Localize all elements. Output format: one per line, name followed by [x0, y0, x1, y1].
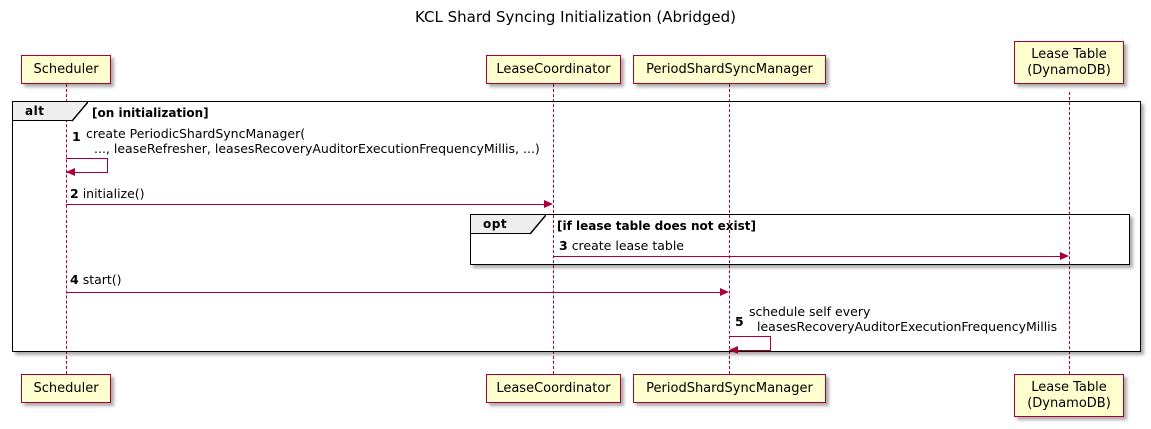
message-1-label: 1 [72, 129, 81, 144]
participant-lease-table-top-label-line2: (DynamoDB) [1027, 62, 1111, 78]
lifeline-lease-table [1069, 92, 1070, 374]
message-2-text-line1: initialize() [82, 186, 145, 201]
message-1-self-loop [66, 158, 108, 173]
message-3-arrowhead [1060, 252, 1069, 260]
message-5-label: 5 [735, 314, 744, 329]
message-2-arrowhead [544, 200, 553, 208]
message-1-text-line1: create PeriodicShardSyncManager( [86, 126, 306, 141]
fragment-alt-operator-text: alt [25, 104, 45, 118]
diagram-title: KCL Shard Syncing Initialization (Abridg… [415, 8, 736, 26]
message-1-text-line2: ..., leaseRefresher, leasesRecoveryAudit… [94, 141, 540, 156]
participant-period-shard-sync-manager-top-label: PeriodShardSyncManager [646, 61, 813, 77]
fragment-alt [12, 101, 1141, 352]
message-4-arrowhead [720, 288, 729, 296]
message-4-text-line1: start() [82, 272, 122, 287]
message-1-text: create PeriodicShardSyncManager( ..., le… [86, 126, 540, 156]
message-4-line [66, 292, 720, 293]
participant-lease-table-bottom-label-line1: Lease Table [1031, 379, 1107, 395]
message-1-number: 1 [72, 129, 81, 144]
message-2-label: 2 initialize() [70, 186, 145, 201]
participant-lease-table-top-label-line1: Lease Table [1031, 46, 1107, 62]
message-2-number: 2 [70, 186, 79, 201]
participant-scheduler-bottom[interactable]: Scheduler [21, 374, 111, 403]
fragment-alt-operator-label: alt [13, 102, 73, 121]
participant-lease-coordinator-top[interactable]: LeaseCoordinator [486, 55, 621, 84]
participant-scheduler-bottom-label: Scheduler [33, 380, 99, 396]
message-3-number: 3 [559, 238, 568, 253]
fragment-opt-operator-text: opt [483, 217, 508, 231]
message-4-label: 4 start() [70, 272, 122, 287]
fragment-opt-label-notch [530, 215, 546, 235]
participant-scheduler-top-label: Scheduler [33, 61, 99, 77]
fragment-opt [470, 214, 1130, 265]
message-3-label: 3 create lease table [559, 238, 684, 253]
participant-lease-table-bottom[interactable]: Lease Table (DynamoDB) [1014, 374, 1124, 417]
fragment-opt-guard: [if lease table does not exist] [557, 219, 757, 233]
participant-lease-table-bottom-label-line2: (DynamoDB) [1027, 395, 1111, 411]
message-5-number: 5 [735, 314, 744, 329]
message-2-line [66, 204, 544, 205]
fragment-alt-label-notch [72, 102, 88, 122]
message-4-number: 4 [70, 272, 79, 287]
message-5-text-line1: schedule self every [749, 304, 871, 319]
participant-period-shard-sync-manager-bottom-label: PeriodShardSyncManager [646, 380, 813, 396]
message-5-self-loop [729, 336, 771, 351]
lifeline-scheduler [66, 84, 67, 374]
participant-lease-coordinator-bottom-label: LeaseCoordinator [496, 380, 611, 396]
message-3-text-line1: create lease table [571, 238, 684, 253]
message-3-line [553, 256, 1060, 257]
participant-period-shard-sync-manager-bottom[interactable]: PeriodShardSyncManager [633, 374, 826, 403]
fragment-opt-operator-label: opt [471, 215, 531, 234]
participant-lease-table-top[interactable]: Lease Table (DynamoDB) [1014, 41, 1124, 84]
lifeline-period-shard-sync-manager [729, 84, 730, 374]
message-5-arrowhead [729, 346, 738, 354]
participant-period-shard-sync-manager-top[interactable]: PeriodShardSyncManager [633, 55, 826, 84]
message-5-text-line2: leasesRecoveryAuditorExecutionFrequencyM… [757, 319, 1058, 334]
participant-lease-coordinator-top-label: LeaseCoordinator [496, 61, 611, 77]
lifeline-lease-coordinator [553, 84, 554, 374]
participant-lease-coordinator-bottom[interactable]: LeaseCoordinator [486, 374, 621, 403]
participant-scheduler-top[interactable]: Scheduler [21, 55, 111, 84]
fragment-alt-guard: [on initialization] [92, 106, 209, 120]
message-5-text: schedule self every leasesRecoveryAudito… [749, 304, 1057, 334]
message-1-arrowhead [66, 168, 75, 176]
